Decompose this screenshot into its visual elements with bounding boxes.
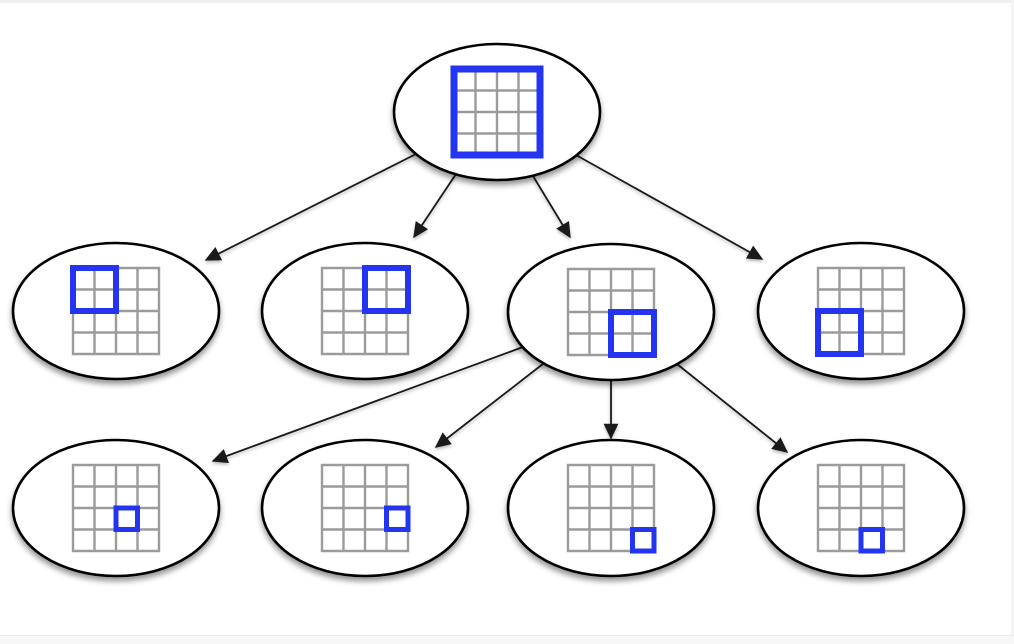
edge-root-to-l2-4 (575, 154, 764, 260)
node-quadrant-top-right (260, 241, 470, 381)
edge-root-to-l2-1 (204, 153, 417, 261)
top-edge-strip (0, 0, 1014, 3)
highlight-region (362, 265, 411, 314)
node-cell-row2-col2 (11, 438, 221, 578)
highlight-region (815, 308, 864, 357)
edge-l2-3-to-l3-4 (676, 363, 789, 453)
node-quadrant-bottom-right (506, 242, 716, 382)
grid-4x4-icon (566, 463, 656, 553)
node-quadrant-bottom-left (756, 241, 966, 381)
bottom-edge-strip (0, 635, 1014, 644)
nodes-layer (11, 42, 966, 578)
highlight-region (858, 527, 885, 554)
edge-l2-3-to-l3-2 (434, 359, 549, 448)
edges-layer (204, 153, 789, 464)
node-root-full-grid (392, 42, 602, 182)
highlight-region (608, 309, 657, 358)
node-cell-row2-col3 (260, 438, 470, 578)
highlight-region (384, 505, 411, 532)
highlight-region (70, 265, 119, 314)
highlight-region (113, 505, 140, 532)
edge-root-to-l2-3 (532, 175, 571, 239)
edge-root-to-l2-2 (413, 173, 457, 239)
node-cell-row3-col3 (506, 438, 716, 578)
node-cell-row3-col2 (756, 438, 966, 578)
node-quadrant-top-left (11, 241, 221, 381)
highlight-region (450, 65, 544, 159)
highlight-region (630, 527, 657, 554)
right-edge-strip (1011, 0, 1014, 644)
edge-l2-3-to-l3-1 (211, 346, 524, 464)
